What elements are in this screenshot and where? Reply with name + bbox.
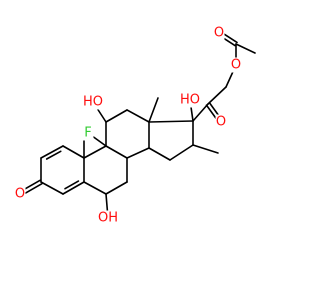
bond-c17-c13: [148, 120, 194, 123]
atom-label-background: [213, 25, 225, 41]
atom-o3: O: [14, 186, 26, 202]
bond-c1-c10: [62, 145, 85, 159]
bond-c2-c1: [40, 145, 64, 159]
diagram-background: [0, 0, 300, 300]
bond-c9-c10: [83, 145, 107, 159]
atom-ac_oe: O: [230, 57, 242, 73]
atom-label-background: [98, 210, 118, 226]
bond-c5-c4: [62, 181, 85, 195]
bond-ac_me-ac_c: [235, 43, 256, 54]
bond-c16-c15: [169, 144, 194, 161]
atom-label-background: [230, 57, 242, 73]
atom-label: OH: [98, 211, 118, 226]
bond-c7-c6: [105, 181, 128, 195]
atom-label: O: [231, 58, 241, 73]
atom-label-background: [83, 94, 103, 110]
atom-f9: F: [82, 125, 94, 141]
atom-label: O: [214, 26, 224, 41]
bond-c2-c1-inner: [45, 150, 62, 160]
bond-c13-c12: [126, 109, 150, 123]
bond-c4-c3: [40, 181, 64, 195]
atom-oh6: OH: [98, 210, 118, 226]
atom-label-background: [180, 92, 200, 108]
bond-c12-c11: [105, 109, 128, 123]
atom-label-background: [215, 114, 227, 130]
atom-label: O: [15, 187, 25, 202]
atom-label: F: [84, 126, 91, 141]
bond-ch2-c20: [207, 86, 227, 105]
atom-label-background: [14, 186, 26, 202]
atom-c20_o: O: [215, 114, 227, 130]
bond-c6-c5: [83, 181, 107, 195]
atom-label: O: [216, 115, 226, 130]
bonds-layer: [18, 30, 256, 219]
atom-label-background: [82, 125, 94, 141]
bond-c8-c14: [126, 147, 150, 159]
bond-c15-c14: [148, 147, 171, 161]
bond-c16-me16: [192, 144, 219, 154]
atom-ac_o: O: [213, 25, 225, 41]
bond-c13-me13: [148, 97, 159, 123]
bond-c9-c8: [105, 145, 128, 159]
bond-c20-c17: [192, 103, 209, 122]
atom-label: HO: [83, 95, 103, 110]
atom-label: HO: [180, 93, 200, 108]
bond-c5-c4-inner: [64, 180, 80, 190]
atom-oh17: HO: [180, 92, 200, 108]
atom-oh11: HO: [83, 94, 103, 110]
